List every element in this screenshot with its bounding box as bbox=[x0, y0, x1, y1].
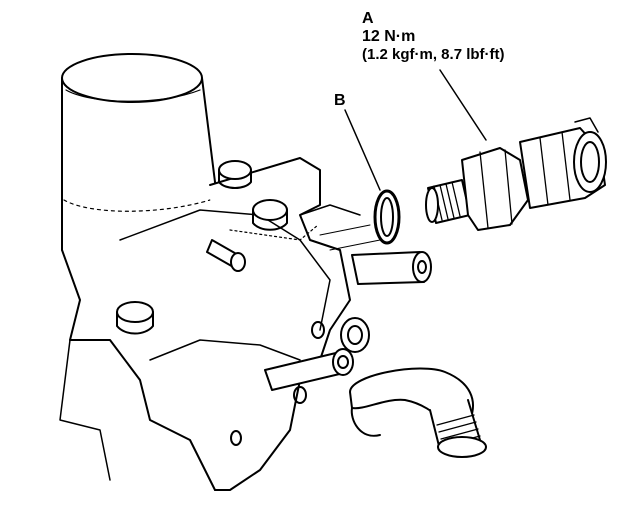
bolt-middle bbox=[252, 199, 288, 231]
bolt-top bbox=[218, 160, 252, 189]
stud-pin-left bbox=[206, 239, 246, 272]
alignment-lines bbox=[319, 224, 381, 251]
bolt-left bbox=[116, 301, 154, 335]
port-holes bbox=[230, 317, 370, 446]
leader-lines bbox=[344, 69, 487, 191]
nipple-fitting bbox=[351, 251, 432, 285]
pressure-switch-sensor bbox=[425, 117, 607, 231]
stud-pin-lower bbox=[264, 348, 354, 391]
cylinder-housing bbox=[61, 53, 217, 251]
leader-a bbox=[439, 69, 487, 141]
torque-spec-alt-units: (1.2 kgf·m, 8.7 lbf·ft) bbox=[362, 46, 505, 63]
leader-b bbox=[344, 109, 381, 191]
o-ring bbox=[373, 189, 401, 245]
callout-b-letter: B bbox=[334, 92, 346, 109]
callout-a-letter: A bbox=[362, 10, 374, 27]
elbow-fitting bbox=[349, 367, 487, 458]
torque-spec-nm: 12 N·m bbox=[362, 28, 416, 45]
